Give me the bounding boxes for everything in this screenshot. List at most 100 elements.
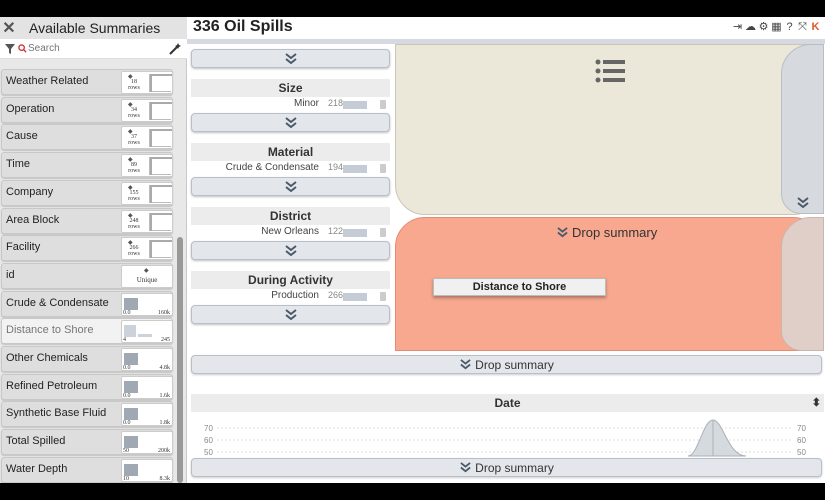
summary-label: Distance to Shore (6, 324, 94, 337)
list-icon[interactable] (595, 58, 625, 84)
summary-row[interactable]: id◆Unique (1, 262, 173, 289)
lock-icon[interactable] (380, 228, 386, 237)
drop-summary-bar[interactable]: Drop summary (191, 355, 822, 374)
y-tick-right: 70 (797, 424, 806, 433)
chevron-down-icon[interactable] (796, 197, 810, 209)
table-icon[interactable]: ▦ (771, 21, 782, 33)
sort-icon[interactable]: ⬍ (811, 397, 821, 409)
gear-icon[interactable]: ⚙ (758, 21, 769, 33)
record-list-side-panel[interactable] (781, 44, 824, 214)
summary-min: 0.0 (123, 420, 131, 427)
lock-icon[interactable] (380, 100, 386, 109)
mini-bar-chart (149, 212, 172, 231)
expand-button[interactable] (191, 49, 390, 68)
summary-unique: Unique (136, 275, 158, 284)
facet-item-bar (343, 101, 367, 109)
summary-max: 1.6k (159, 392, 171, 399)
drop-summary-bottom-bar[interactable]: Drop summary (191, 458, 822, 477)
mini-histogram-bar (124, 353, 138, 365)
date-distribution-curve (687, 419, 747, 457)
summary-min: 50 (123, 448, 129, 455)
lock-icon[interactable] (380, 292, 386, 301)
date-chart[interactable]: 70 60 50 70 60 50 (191, 414, 824, 458)
dragged-summary-chip[interactable]: Distance to Shore (433, 278, 606, 296)
brand-icon[interactable]: K (811, 21, 820, 33)
tag-icon: ◆ (128, 74, 133, 80)
filter-icon[interactable] (3, 43, 17, 54)
facet-material-title[interactable]: Material (191, 143, 390, 161)
search-input[interactable] (28, 40, 167, 57)
facet-material-item[interactable]: Crude & Condensate 194 (191, 162, 390, 176)
summary-min: 10 (123, 475, 129, 482)
facet-size-title[interactable]: Size (191, 79, 390, 97)
record-list-panel[interactable] (395, 44, 823, 215)
summary-label: Area Block (6, 213, 60, 226)
facet-size-item[interactable]: Minor 218 (191, 98, 390, 112)
lock-icon[interactable] (380, 164, 386, 173)
cloud-icon[interactable]: ☁ (745, 21, 756, 33)
close-icon[interactable]: ✕ (2, 20, 16, 37)
sign-in-icon[interactable]: ⇥ (732, 21, 743, 33)
facet-district-title[interactable]: District (191, 207, 390, 225)
facet-district-expand-button[interactable] (191, 241, 390, 260)
summary-min: 0.0 (123, 309, 131, 316)
mini-histogram-bar (124, 297, 138, 310)
facet-item-count: 266 (328, 290, 344, 300)
facet-activity-title[interactable]: During Activity (191, 271, 390, 289)
summary-label: Other Chemicals (6, 352, 88, 364)
summary-max: 160k (158, 309, 170, 316)
left-panel-header: ✕ Available Summaries (0, 17, 187, 39)
drop-target-side-panel[interactable] (781, 217, 824, 351)
chevron-down-icon (284, 180, 297, 192)
available-summaries-panel: ✕ Available Summaries Weather Related◆18… (0, 17, 187, 483)
date-summary-header[interactable]: Date ⬍ (191, 394, 824, 412)
top-bar: 336 Oil Spills ⇥ ☁ ⚙ ▦ ? ⤧ K (187, 17, 825, 39)
facet-material-expand-button[interactable] (191, 177, 390, 196)
left-scrollbar[interactable] (177, 237, 183, 483)
drop-summary-target[interactable]: Drop summary (556, 225, 657, 240)
facet-district-item[interactable]: New Orleans 122 (191, 226, 390, 240)
summary-max: 8.3k (159, 475, 171, 482)
facet-activity-item[interactable]: Production 266 (191, 290, 390, 304)
mini-histogram-bar (124, 408, 138, 421)
facet-item-bar (343, 293, 367, 301)
help-icon[interactable]: ? (786, 21, 793, 33)
facet-size-expand-button[interactable] (191, 113, 390, 132)
summary-label: Facility (6, 241, 41, 254)
summary-label: Cause (6, 130, 38, 143)
facet-activity-expand-button[interactable] (191, 305, 390, 324)
dashboard-title: 336 Oil Spills (193, 18, 293, 35)
facet-item-count: 218 (328, 98, 344, 108)
mini-bar-chart (149, 184, 172, 203)
summary-label: id (6, 268, 15, 281)
fullscreen-icon[interactable]: ⤧ (798, 21, 807, 33)
y-tick-left: 60 (204, 436, 213, 445)
magic-wand-icon[interactable] (167, 42, 183, 55)
